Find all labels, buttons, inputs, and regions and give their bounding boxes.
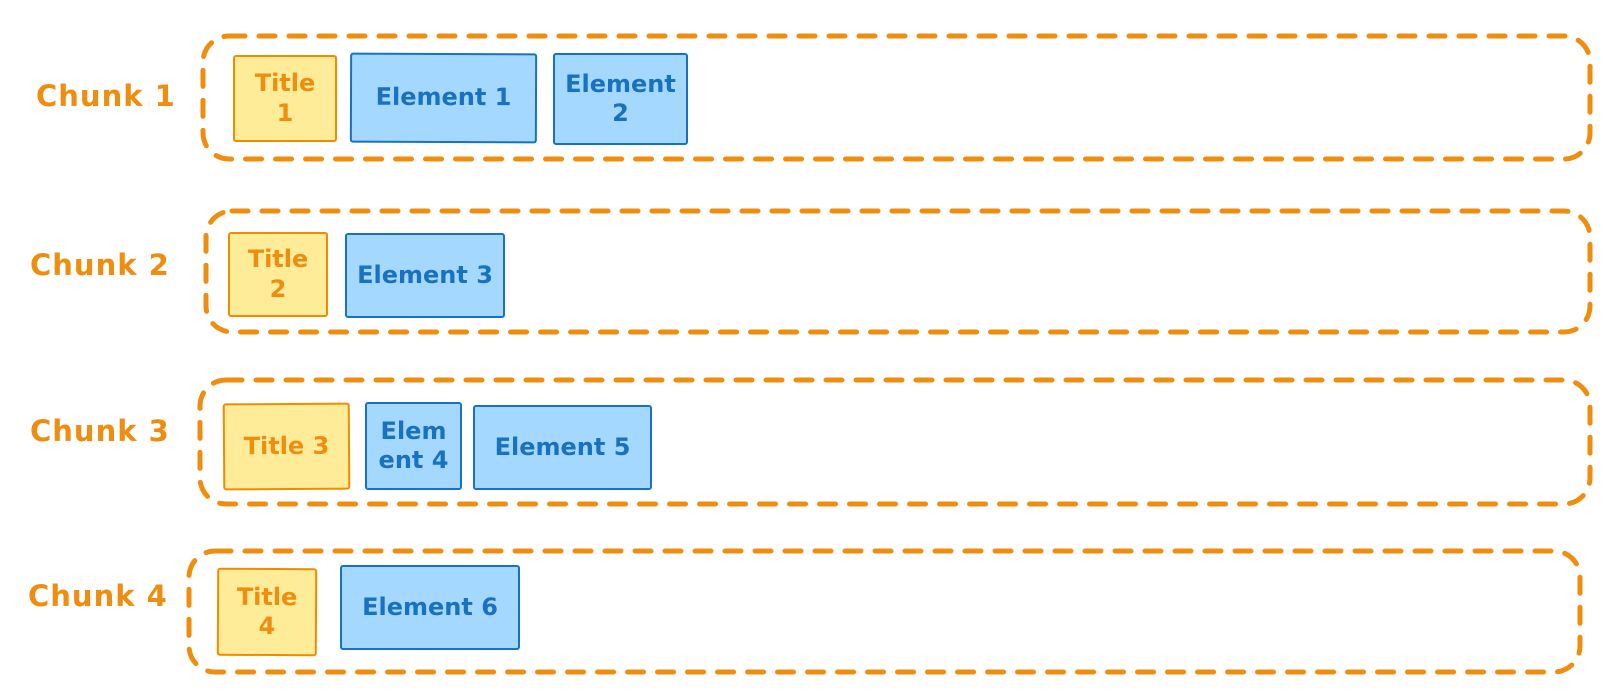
- chunk-3-label: Chunk 3: [30, 414, 170, 448]
- element-5-box: Element 5: [473, 405, 652, 490]
- chunk-2-label: Chunk 2: [30, 248, 170, 282]
- chunk-3-title-text: Title 3: [243, 431, 330, 461]
- chunk-3-dashed-border: [197, 377, 1593, 507]
- chunk-1-title-text: Title 1: [254, 69, 316, 127]
- chunk-2-title-box: Title 2: [228, 232, 328, 317]
- element-6-box: Element 6: [340, 565, 520, 650]
- chunk-1-label: Chunk 1: [36, 79, 176, 113]
- element-4-box: Element 4: [365, 402, 462, 490]
- element-5-text: Element 5: [494, 432, 631, 461]
- chunk-3-title-box: Title 3: [222, 402, 351, 491]
- chunk-4-label: Chunk 4: [28, 579, 168, 613]
- chunk-4-title-text: Title 4: [236, 582, 298, 641]
- element-3-text: Element 3: [357, 260, 493, 289]
- element-1-box: Element 1: [349, 52, 538, 144]
- chunk-2-title-text: Title 2: [247, 245, 309, 303]
- chunk-4-dashed-border: [186, 548, 1583, 675]
- chunk-3-container: Title 3 Element 4 Element 5: [197, 377, 1593, 507]
- element-1-text: Element 1: [375, 83, 512, 112]
- element-4-text: Element 4: [378, 416, 449, 474]
- chunk-4-container: Title 4 Element 6: [186, 548, 1583, 675]
- element-6-text: Element 6: [362, 592, 498, 621]
- chunk-1-title-box: Title 1: [233, 55, 337, 142]
- element-2-text: Element 2: [565, 69, 676, 127]
- chunk-2-container: Title 2 Element 3: [203, 208, 1593, 335]
- element-2-box: Element 2: [553, 53, 688, 145]
- chunk-1-dashed-border: [200, 33, 1593, 162]
- chunk-2-dashed-border: [203, 208, 1593, 335]
- chunk-1-container: Title 1 Element 1 Element 2: [200, 33, 1593, 162]
- chunk-4-title-box: Title 4: [216, 567, 318, 657]
- element-3-box: Element 3: [345, 233, 505, 318]
